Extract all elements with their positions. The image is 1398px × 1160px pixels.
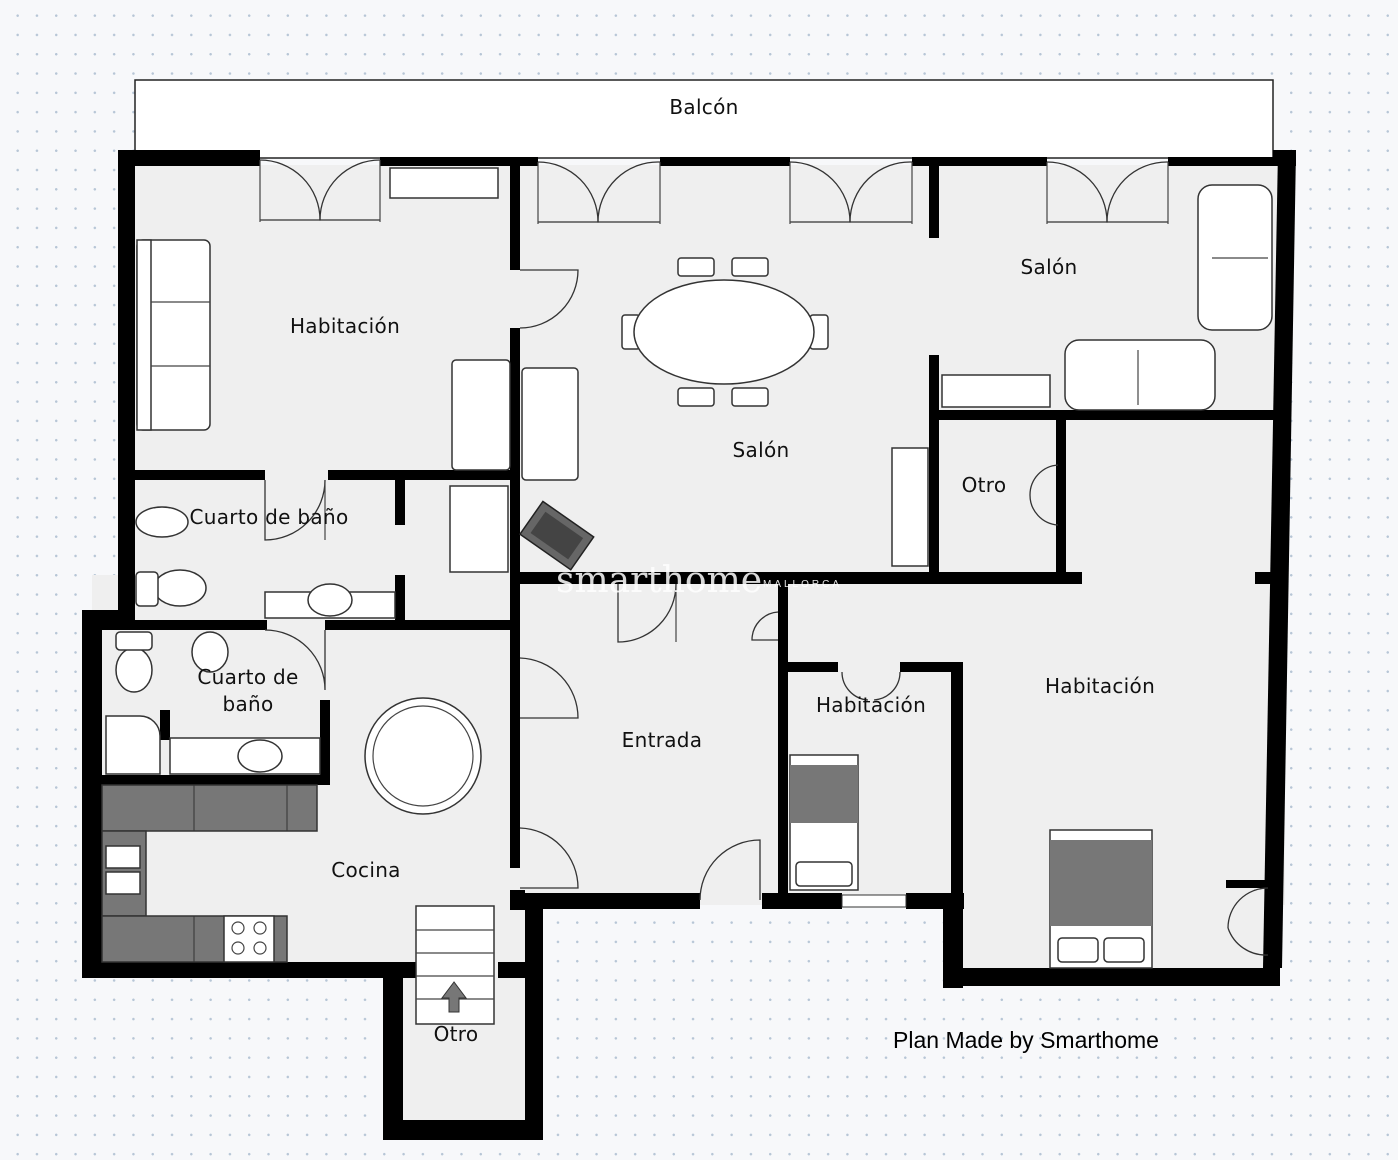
room-label-balcony: Balcón <box>669 95 738 119</box>
doors <box>259 159 1269 956</box>
plan-credit: Plan Made by Smarthome <box>893 1027 1159 1053</box>
toilet-icon <box>115 631 153 693</box>
sink-icon <box>105 845 141 895</box>
room-label-bedroom-small: Habitación <box>816 693 926 717</box>
watermark-sub: MALLORCA <box>763 579 842 590</box>
room-label-other-stairs: Otro <box>434 1022 479 1046</box>
cabinet-icon <box>891 447 929 567</box>
room-label-other-right: Otro <box>962 473 1007 497</box>
armchair-icon <box>1197 184 1273 331</box>
bidet-icon <box>191 631 229 673</box>
room-label-living-center: Salón <box>733 438 790 462</box>
sink-icon <box>237 739 283 773</box>
sofa-icon <box>136 239 211 431</box>
shower-icon <box>105 715 161 775</box>
bidet-icon <box>135 506 189 538</box>
room-label-living-right: Salón <box>1021 255 1078 279</box>
bed-icon <box>1049 829 1153 969</box>
room-label-bathroom-left-1: Cuarto de <box>197 665 298 689</box>
room-label-kitchen: Cocina <box>331 858 401 882</box>
room-label-bathroom-left-2: baño <box>222 692 273 716</box>
fireplace-icon <box>518 500 595 571</box>
sideboard-icon <box>521 367 579 481</box>
room-label-bathroom-top: Cuarto de baño <box>190 505 349 529</box>
walls <box>82 150 1296 1140</box>
room-label-bedroom-top-left: Habitación <box>290 314 400 338</box>
stove-icon <box>223 915 275 963</box>
bed-icon <box>789 754 859 891</box>
desk-icon <box>451 359 511 471</box>
room-label-entrance: Entrada <box>622 728 703 752</box>
sink-icon <box>307 583 353 617</box>
toilet-icon <box>135 569 207 607</box>
watermark: smarthome MALLORCA <box>556 560 842 601</box>
cabinet-icon <box>389 167 499 199</box>
room-labels: Balcón Habitación Salón Salón Cuarto de … <box>190 95 1155 1046</box>
room-label-bedroom-right: Habitación <box>1045 674 1155 698</box>
round-table-icon <box>364 697 482 815</box>
watermark-brand: smarthome <box>556 560 762 601</box>
balcony <box>134 79 1274 159</box>
furniture <box>101 167 1273 1025</box>
tv-unit-icon <box>941 374 1051 408</box>
dining-table-icon <box>621 257 829 407</box>
stairs-icon <box>415 905 495 1025</box>
shower-icon <box>449 485 509 573</box>
sofa-icon <box>1064 339 1216 411</box>
